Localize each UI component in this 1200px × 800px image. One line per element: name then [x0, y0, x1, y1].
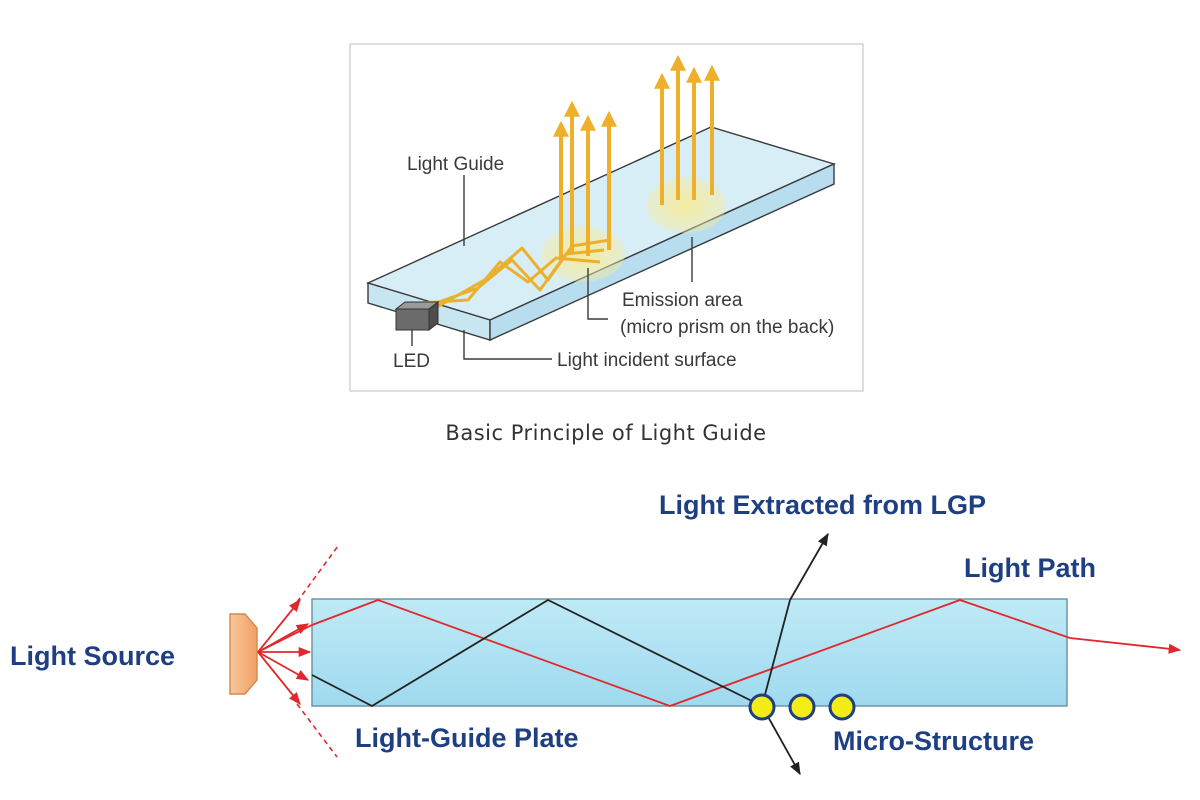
label-light-path: Light Path — [964, 553, 1096, 583]
label-light-extracted: Light Extracted from LGP — [659, 490, 986, 520]
source-fan-rays — [257, 599, 312, 705]
leader-incident — [463, 330, 552, 360]
micro-structure-dot — [788, 693, 816, 721]
label-emission-area: Emission area — [622, 290, 743, 311]
top-diagram: Light Guide Emission area (micro prism o… — [349, 43, 864, 445]
label-light-source: Light Source — [10, 641, 175, 671]
emitted-rays-1 — [553, 100, 617, 262]
led-component — [394, 300, 440, 332]
bottom-diagram: Light Source Light Extracted from LGP Li… — [10, 490, 1182, 776]
micro-structure-dot — [748, 693, 776, 721]
top-diagram-caption: Basic Principle of Light Guide — [445, 421, 766, 445]
label-led: LED — [393, 351, 430, 372]
leader-lines — [411, 175, 693, 360]
light-path-red — [257, 599, 1182, 707]
extracted-ray-outer — [789, 532, 829, 601]
escaping-rays — [296, 545, 339, 758]
emitted-rays-2 — [654, 54, 720, 205]
light-guide-plate — [311, 598, 1068, 707]
label-light-guide: Light Guide — [407, 154, 504, 175]
label-micro-structure: Micro-Structure — [833, 726, 1034, 756]
label-light-guide-plate: Light-Guide Plate — [355, 723, 579, 753]
label-incident-surface: Light incident surface — [557, 350, 737, 371]
leader-emission-1 — [587, 268, 608, 320]
micro-structures — [748, 693, 856, 721]
micro-structure-dot — [828, 693, 856, 721]
emission-area-glow-2 — [646, 177, 726, 233]
label-emission-note: (micro prism on the back) — [620, 317, 834, 338]
light-source-shape — [229, 613, 258, 695]
light-path-black — [311, 598, 763, 708]
extracted-ray-inner — [761, 599, 791, 707]
